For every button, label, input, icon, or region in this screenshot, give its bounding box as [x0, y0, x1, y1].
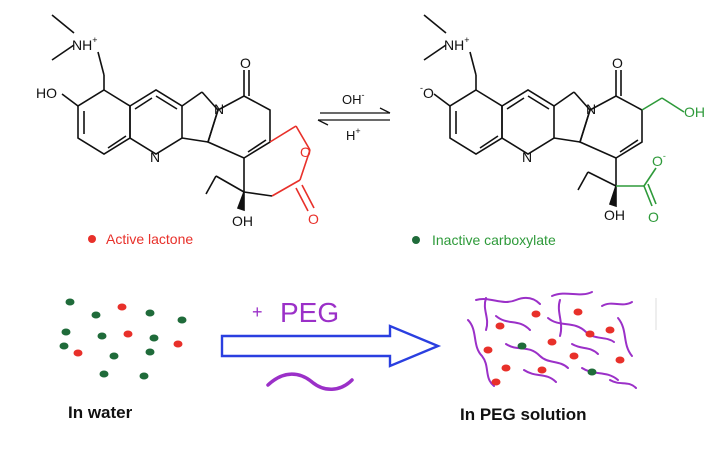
- forward-reagent-label: OH-: [342, 90, 365, 107]
- phenoxide-label: -O: [420, 83, 434, 101]
- tertiary-hydroxyl-label: OH: [232, 213, 253, 229]
- ammonium-label: NH+: [72, 35, 98, 53]
- lactone-ring: [269, 125, 315, 212]
- carboxylate-structure: [423, 14, 643, 208]
- carboxylate-oxygen-label: O-: [652, 151, 666, 169]
- reverse-reagent-label: H+: [346, 126, 361, 143]
- lactone-structure: [51, 14, 271, 212]
- inactive-carboxylate-label: Inactive carboxylate: [432, 232, 556, 248]
- pyridone-nitrogen-label-right: N: [586, 101, 596, 117]
- tertiary-hydroxyl-label-right: OH: [604, 207, 625, 223]
- in-water-caption: In water: [68, 403, 133, 422]
- carboxylate-group: [616, 97, 685, 207]
- peg-chains: [467, 291, 637, 389]
- ring-nitrogen-label: N: [150, 149, 160, 165]
- peg-particles: [483, 308, 625, 386]
- pyridone-nitrogen-label: N: [214, 101, 224, 117]
- carboxylate-carbonyl-label: O: [648, 209, 659, 225]
- peg-label: PEG: [280, 297, 339, 328]
- peg-chain-icon: [266, 372, 354, 391]
- plus-sign: +: [252, 302, 263, 322]
- active-lactone-label: Active lactone: [106, 231, 193, 247]
- hydroxyl-label: HO: [36, 85, 57, 101]
- carboxylate-atom-labels: NH+ -O N N O OH O- O OH: [420, 35, 705, 225]
- lactone-oxygen-label: O: [300, 144, 311, 160]
- equilibrium-arrows: [317, 107, 391, 126]
- legend: Active lactone Inactive carboxylate: [88, 231, 556, 248]
- carbonyl-oxygen-label-right: O: [612, 55, 623, 71]
- inactive-carboxylate-dot: [412, 236, 420, 244]
- in-peg-solution-caption: In PEG solution: [460, 405, 587, 424]
- water-particles: [59, 298, 187, 380]
- hydroxymethyl-label: OH: [684, 104, 705, 120]
- carbonyl-oxygen-label: O: [240, 55, 251, 71]
- lactone-carbonyl-oxygen-label: O: [308, 211, 319, 227]
- process-arrow: [220, 324, 442, 368]
- lactone-atom-labels: NH+ HO N N O O O OH: [36, 35, 319, 229]
- ring-nitrogen-label-right: N: [522, 149, 532, 165]
- active-lactone-dot: [88, 235, 96, 243]
- ammonium-label-right: NH+: [444, 35, 470, 53]
